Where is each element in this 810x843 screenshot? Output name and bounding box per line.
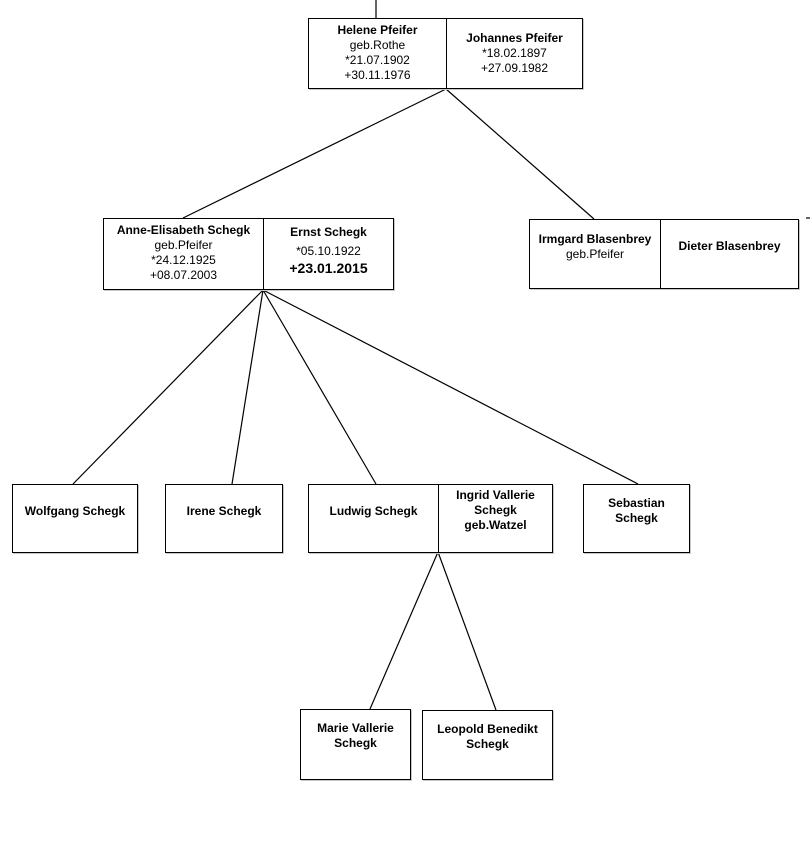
person-name: Marie Vallerie Schegk: [317, 721, 394, 750]
person-name: Ludwig Schegk: [329, 504, 418, 518]
person-box-leopold: Leopold Benedikt Schegk: [422, 710, 553, 780]
maiden-name: geb.Rothe: [349, 38, 406, 52]
person-box-ludwig: Ludwig Schegk: [308, 484, 439, 553]
maiden-name: geb.Pfeifer: [154, 238, 213, 252]
line-to-sebastian: [262, 289, 639, 485]
maiden-name: geb.Pfeifer: [565, 247, 625, 261]
birth-date: *24.12.1925: [151, 253, 216, 267]
person-box-helene: Helene Pfeifer geb.Rothe *21.07.1902 +30…: [308, 18, 447, 89]
person-name: Irmgard Blasenbrey: [538, 232, 652, 246]
person-box-ingrid: Ingrid Vallerie Schegk geb.Watzel: [438, 484, 553, 553]
person-box-anne-elisabeth: Anne-Elisabeth Schegk geb.Pfeifer *24.12…: [103, 218, 264, 290]
line-to-leopold: [437, 551, 497, 711]
line-to-wolfgang: [72, 289, 264, 485]
person-box-dieter: Dieter Blasenbrey: [660, 219, 799, 289]
person-box-irmgard: Irmgard Blasenbrey geb.Pfeifer: [529, 219, 661, 289]
line-to-marie: [369, 551, 439, 710]
person-box-sebastian: Sebastian Schegk: [583, 484, 690, 553]
line-to-irmgard: [445, 88, 595, 220]
person-box-johannes: Johannes Pfeifer *18.02.1897 +27.09.1982: [446, 18, 583, 89]
death-date: +08.07.2003: [149, 268, 218, 282]
person-name: Ernst Schegk: [290, 225, 367, 239]
person-name: Leopold Benedikt Schegk: [437, 722, 538, 751]
person-box-ernst: Ernst Schegk *05.10.1922 +23.01.2015: [263, 218, 394, 290]
person-name: Anne-Elisabeth Schegk: [116, 223, 251, 237]
line-to-irene: [231, 289, 264, 485]
person-name: Ingrid Vallerie Schegk geb.Watzel: [456, 488, 535, 532]
birth-date: *21.07.1902: [345, 53, 410, 67]
person-box-marie: Marie Vallerie Schegk: [300, 709, 411, 780]
person-name: Irene Schegk: [186, 504, 262, 518]
person-name: Helene Pfeifer: [337, 23, 418, 37]
birth-date: *18.02.1897: [482, 46, 547, 60]
line-to-anne-ernst: [182, 88, 447, 219]
line-to-ludwig: [262, 289, 377, 485]
birth-date: *05.10.1922: [296, 244, 361, 258]
person-box-wolfgang: Wolfgang Schegk: [12, 484, 138, 553]
death-date: +23.01.2015: [289, 260, 368, 276]
person-box-irene: Irene Schegk: [165, 484, 283, 553]
death-date: +27.09.1982: [480, 61, 549, 75]
person-name: Dieter Blasenbrey: [678, 239, 781, 253]
person-name: Wolfgang Schegk: [24, 504, 126, 518]
person-name: Johannes Pfeifer: [466, 31, 563, 45]
death-date: +30.11.1976: [344, 68, 411, 82]
person-name: Sebastian Schegk: [608, 496, 665, 525]
